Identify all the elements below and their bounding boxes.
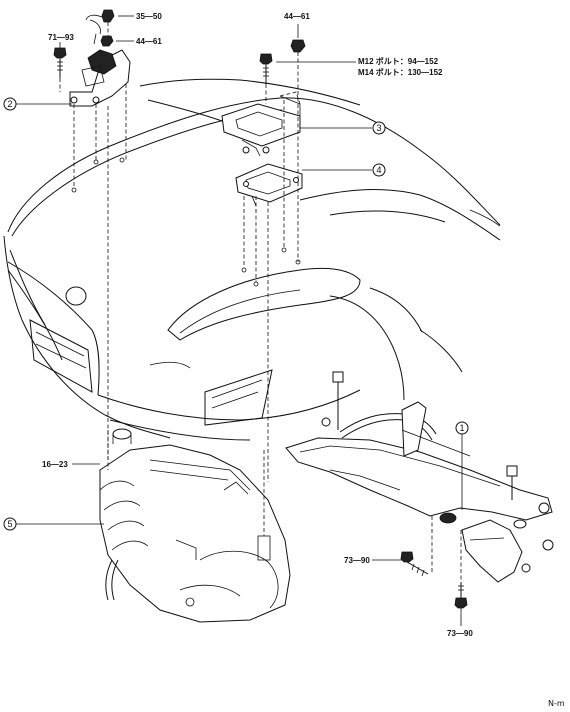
torque-label-44-61-right: 44—61 <box>284 12 310 21</box>
bolt-m12-m14 <box>259 53 273 84</box>
engine-transaxle-assembly-5 <box>99 428 291 623</box>
bolt-71-93 <box>53 47 67 78</box>
bolt-35-50 <box>101 9 115 23</box>
callout-4: 4 <box>372 163 386 177</box>
unit-code: N-m <box>548 699 565 708</box>
alignment-dashed-lines <box>59 22 462 582</box>
callout-3: 3 <box>372 121 386 135</box>
torque-label-73-90-left: 73—90 <box>344 556 370 565</box>
callout-5: 5 <box>3 517 17 531</box>
nut-44-61-right <box>290 39 306 53</box>
nut-44-61-upper <box>100 35 114 47</box>
torque-label-73-90-bottom: 73—90 <box>447 629 473 638</box>
svg-text:2: 2 <box>7 99 12 109</box>
svg-text:1: 1 <box>459 423 464 433</box>
bolt-73-90-bottom <box>454 582 468 609</box>
mount-bracket-4 <box>235 163 303 207</box>
svg-text:5: 5 <box>7 519 12 529</box>
leader-lines <box>16 15 463 626</box>
callout-1: 1 <box>455 421 469 435</box>
engine-mount-2 <box>69 14 131 107</box>
vehicle-front-body <box>3 78 501 441</box>
torque-label-44-61-upper: 44—61 <box>136 37 162 46</box>
svg-text:3: 3 <box>376 123 381 133</box>
bolt-73-90-left <box>400 551 429 577</box>
torque-label-71-93: 71—93 <box>48 33 74 42</box>
torque-label-16-23: 16—23 <box>42 460 68 469</box>
svg-text:4: 4 <box>376 165 381 175</box>
torque-label-35-50: 35—50 <box>136 12 162 21</box>
mount-bracket-3 <box>221 95 301 157</box>
front-crossmember-1 <box>285 371 554 583</box>
torque-label-m14: M14 ボルト：130—152 <box>358 67 443 77</box>
callout-2: 2 <box>3 97 17 111</box>
torque-label-m12: M12 ボルト：94—152 <box>358 56 439 66</box>
